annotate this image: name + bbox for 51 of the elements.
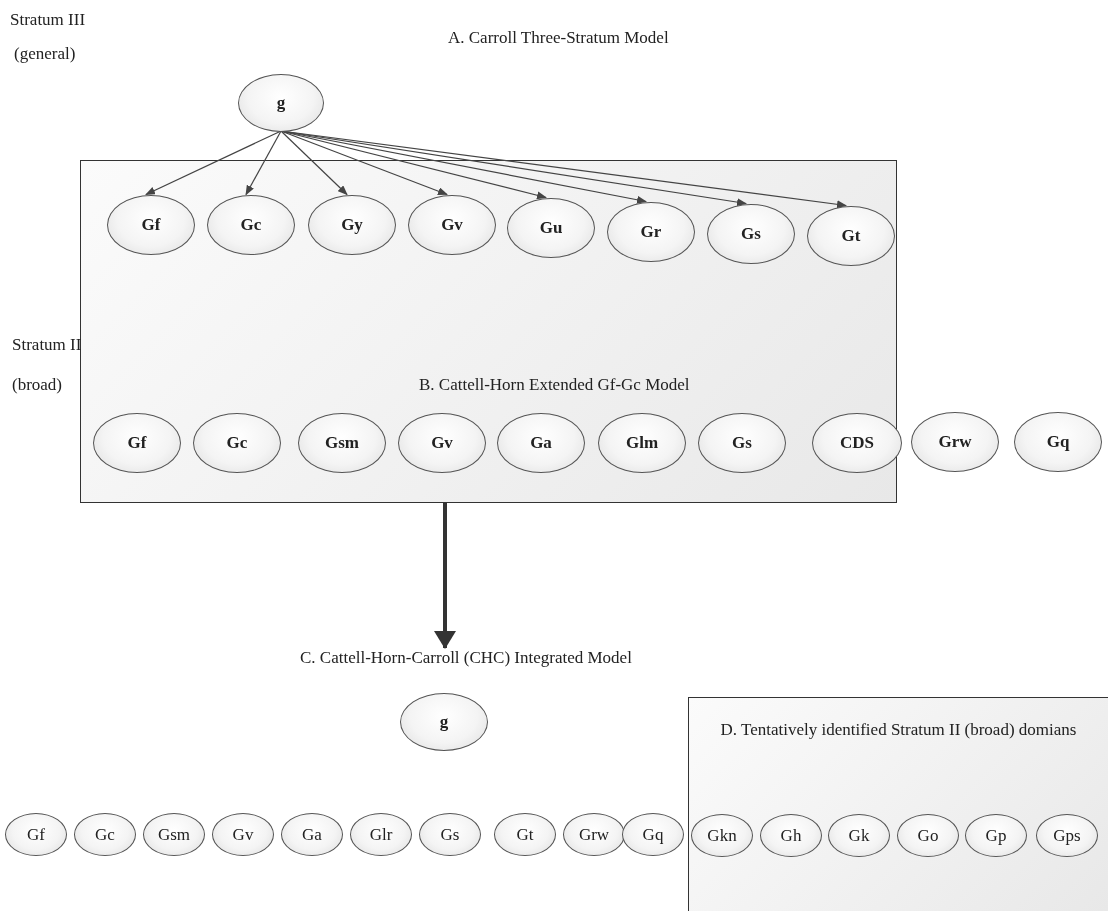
- node-label: Gc: [95, 824, 115, 845]
- node-label: Glr: [369, 824, 393, 845]
- node-label: Gq: [1046, 432, 1070, 452]
- node-label: Gc: [240, 215, 262, 235]
- stratum-label: Stratum III: [10, 10, 86, 30]
- node-label: Gkn: [707, 825, 737, 846]
- node-label: Go: [917, 825, 939, 846]
- ellipse-node: [622, 813, 684, 856]
- node-label: Ga: [530, 433, 552, 453]
- node-label: Gv: [441, 215, 463, 235]
- node-label: Gsm: [325, 433, 359, 453]
- model-heading: C. Cattell-Horn-Carroll (CHC) Integrated Model: [300, 648, 770, 674]
- model-heading: A. Carroll Three-Stratum Model: [448, 28, 669, 48]
- node-label: Gk: [848, 825, 870, 846]
- ellipse-node: [691, 814, 753, 857]
- node-label: Gp: [985, 825, 1007, 846]
- node-label: Gf: [27, 824, 45, 845]
- node-label: Gc: [226, 433, 248, 453]
- node-label: Gy: [341, 215, 363, 235]
- node-label: Gf: [127, 433, 147, 453]
- node-label: Gs: [732, 433, 752, 453]
- node-label: Gv: [232, 824, 254, 845]
- node-label: g: [439, 712, 449, 732]
- node-label: Gh: [780, 825, 802, 846]
- node-label: Gps: [1053, 825, 1081, 846]
- node-label: Gsm: [157, 824, 191, 845]
- node-label: Glm: [625, 433, 659, 453]
- node-label: Gv: [431, 433, 453, 453]
- node-label: Grw: [938, 432, 972, 452]
- node-label: Gu: [539, 218, 563, 238]
- ellipse-node: [807, 206, 895, 266]
- arrow: [434, 503, 456, 649]
- panel-heading: B. Cattell-Horn Extended Gf-Gc Model: [419, 375, 690, 395]
- node-label: Gt: [516, 824, 534, 845]
- panel-heading: D. Tentatively identified Stratum II (broad) domians: [719, 719, 1078, 741]
- node-label: Grw: [578, 824, 610, 845]
- ellipse-node: [563, 813, 625, 856]
- node-label: Gq: [642, 824, 664, 845]
- node-label: Gt: [841, 226, 861, 246]
- arrow: [280, 130, 348, 196]
- node-label: Ga: [302, 824, 322, 845]
- node-label: g: [276, 93, 286, 113]
- model-panel: [688, 697, 1108, 911]
- stratum-label: (broad): [12, 375, 63, 395]
- arrow: [245, 130, 282, 196]
- node-label: Gr: [640, 222, 662, 242]
- node-label: Gs: [741, 224, 761, 244]
- node-label: CDS: [840, 433, 874, 453]
- node-label: Gs: [440, 824, 460, 845]
- node-label: Gf: [141, 215, 161, 235]
- stratum-label: (general): [14, 44, 76, 64]
